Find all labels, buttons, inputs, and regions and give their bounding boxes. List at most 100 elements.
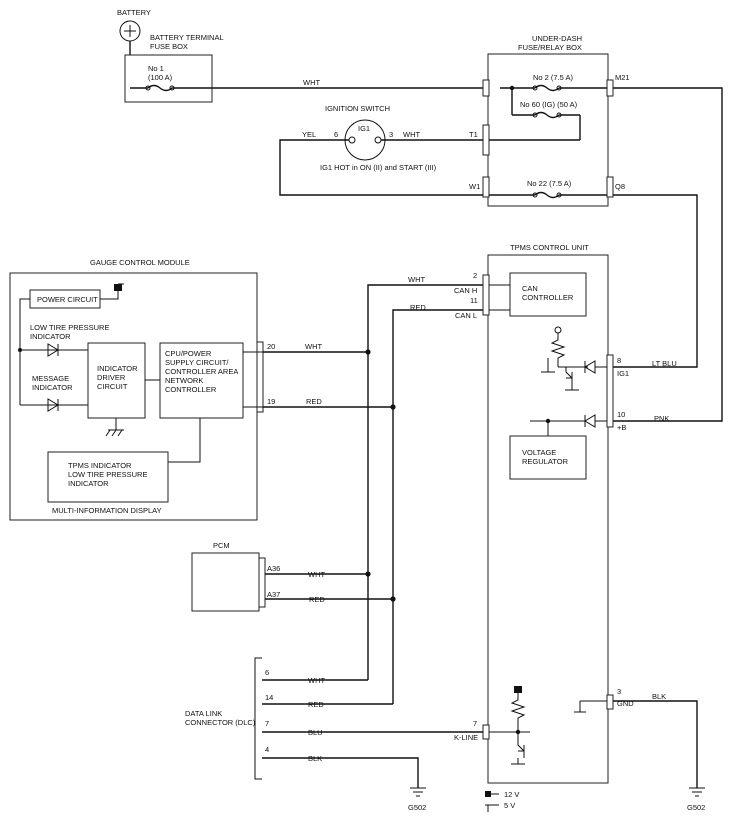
tpms-pin-3: 3 [617,687,621,696]
pcm-outline [191,552,260,612]
tpms-pin-can-l: CAN L [455,311,477,320]
ignition-switch-note: IG1 HOT in ON (II) and START (III) [320,163,437,172]
ground-g502-right: G502 [687,787,705,812]
gauge-pin-19: 19 [267,397,275,406]
fuse-no1-label: No 1 [148,64,164,73]
battery-label: BATTERY [117,8,151,17]
wire-blk-dlc [262,757,419,788]
fuse-no60-label: No 60 (IG) (50 A) [520,100,578,109]
ign-pin-6: 6 [334,130,338,139]
dlc-pin-6: 6 [265,668,269,677]
dlc-pin-4: 4 [265,745,269,754]
voltage-reg-label-1: VOLTAGE [522,448,556,457]
tpms-pin-ig1: IG1 [617,369,629,378]
wire-label-red-4: RED [308,700,324,709]
dlc-pin-14: 14 [265,693,273,702]
fuse-no2-label: No 2 (7.5 A) [533,73,574,82]
wire-label-blk-2: BLK [308,754,322,763]
pcm-pin-a36: A36 [267,564,280,573]
can-controller-block [509,272,587,317]
pcm: PCM A36 A37 [191,541,280,612]
can-controller-label-2: CONTROLLER [522,293,574,302]
tpms-pin-8: 8 [617,356,621,365]
fuse-no1-rating: (100 A) [148,73,173,82]
can-controller-label-1: CAN [522,284,538,293]
can-h-bus [367,284,488,352]
wire-label-red-3: RED [309,595,325,604]
g502-left-label: G502 [408,803,426,812]
cpu-can-block [159,342,244,419]
gauge-module-title: GAUGE CONTROL MODULE [90,258,190,267]
wire-label-wht-5: WHT [308,570,325,579]
message-label-1: MESSAGE [32,374,69,383]
wire-pnk [613,87,723,422]
tpms-unit-outline [487,254,609,784]
terminal-q8: Q8 [615,182,625,191]
ignition-switch-ig1: IG1 [358,124,370,133]
fuse-box-title-line1: BATTERY TERMINAL [150,33,224,42]
gauge-pin-20: 20 [267,342,275,351]
fuse-no2 [534,84,560,92]
message-led-icon [47,398,59,412]
wire-label-wht-6: WHT [308,676,325,685]
wire-label-wht-2: WHT [403,130,420,139]
ign-pin-3: 3 [389,130,393,139]
tpms-ind-label-1: TPMS INDICATOR [68,461,132,470]
voltage-reg-label-2: REGULATOR [522,457,569,466]
cpu-label-2: SUPPLY CIRCUIT/ [165,358,229,367]
pcm-title: PCM [213,541,230,550]
underdash-title-line1: UNDER-DASH [532,34,582,43]
wire-label-blk-1: BLK [652,692,666,701]
battery-fuse-box-outline [124,54,213,103]
wire-label-wht-4: WHT [408,275,425,284]
wire-yel [279,139,483,196]
legend-12v-icon [485,791,491,797]
battery-terminal-fuse-box: BATTERY TERMINAL FUSE BOX No 1 (100 A) [124,33,224,103]
legend-5v-label: 5 V [504,801,515,810]
voltage-legend: 12 V 5 V [485,790,519,812]
dlc-title-2: CONNECTOR (DLC) [185,718,256,727]
pcm-pin-a37: A37 [267,590,280,599]
tpms-pin-10: 10 [617,410,625,419]
tpms-pin-gnd: GND [617,699,634,708]
tpms-ind-label-3: INDICATOR [68,479,109,488]
low-tire-label-1: LOW TIRE PRESSURE [30,323,109,332]
fuse-no22-label: No 22 (7.5 A) [527,179,572,188]
cpu-label-1: CPU/POWER [165,349,212,358]
wire-ltblu [613,194,698,368]
fuse-no1 [130,84,212,92]
tpms-pin-7: 7 [473,719,477,728]
dlc-pin-7: 7 [265,719,269,728]
low-tire-label-2: INDICATOR [30,332,71,341]
cpu-label-5: CONTROLLER [165,385,217,394]
legend-12v-label: 12 V [504,790,519,799]
tpms-ind-label-2: LOW TIRE PRESSURE [68,470,147,479]
wire-label-ltblu: LT BLU [652,359,677,368]
power-circuit-label: POWER CIRCUIT [37,295,98,304]
tpms-pin-k-line: K-LINE [454,733,478,742]
low-tire-led-icon [47,343,59,357]
under-dash-fuse-relay-box: UNDER-DASH FUSE/RELAY BOX No 2 (7.5 A) N… [469,34,630,207]
g502-right-label: G502 [687,803,705,812]
tpms-unit-title: TPMS CONTROL UNIT [510,243,589,252]
driver-label-1: INDICATOR [97,364,138,373]
tpms-pin-2: 2 [473,271,477,280]
fuse-box-title-line2: FUSE BOX [150,42,188,51]
wire-label-yel: YEL [302,130,316,139]
data-link-connector: DATA LINK CONNECTOR (DLC) 6 14 7 4 [185,657,273,780]
tpms-pin-plus-b: +B [617,423,626,432]
wire-label-red-2: RED [410,303,426,312]
wire-label-wht-3: WHT [305,342,322,351]
tpms-pin-11: 11 [470,296,478,305]
dlc-title-1: DATA LINK [185,709,222,718]
cpu-label-3: CONTROLLER AREA [165,367,238,376]
wire-label-blu: BLU [308,728,323,737]
fuse-no22 [534,191,560,199]
wire-blk-tpms [613,700,698,788]
indicator-driver-block [87,342,146,419]
driver-label-3: CIRCUIT [97,382,128,391]
terminal-w1: W1 [469,182,480,191]
underdash-box-outline [487,53,609,207]
driver-label-2: DRIVER [97,373,126,382]
